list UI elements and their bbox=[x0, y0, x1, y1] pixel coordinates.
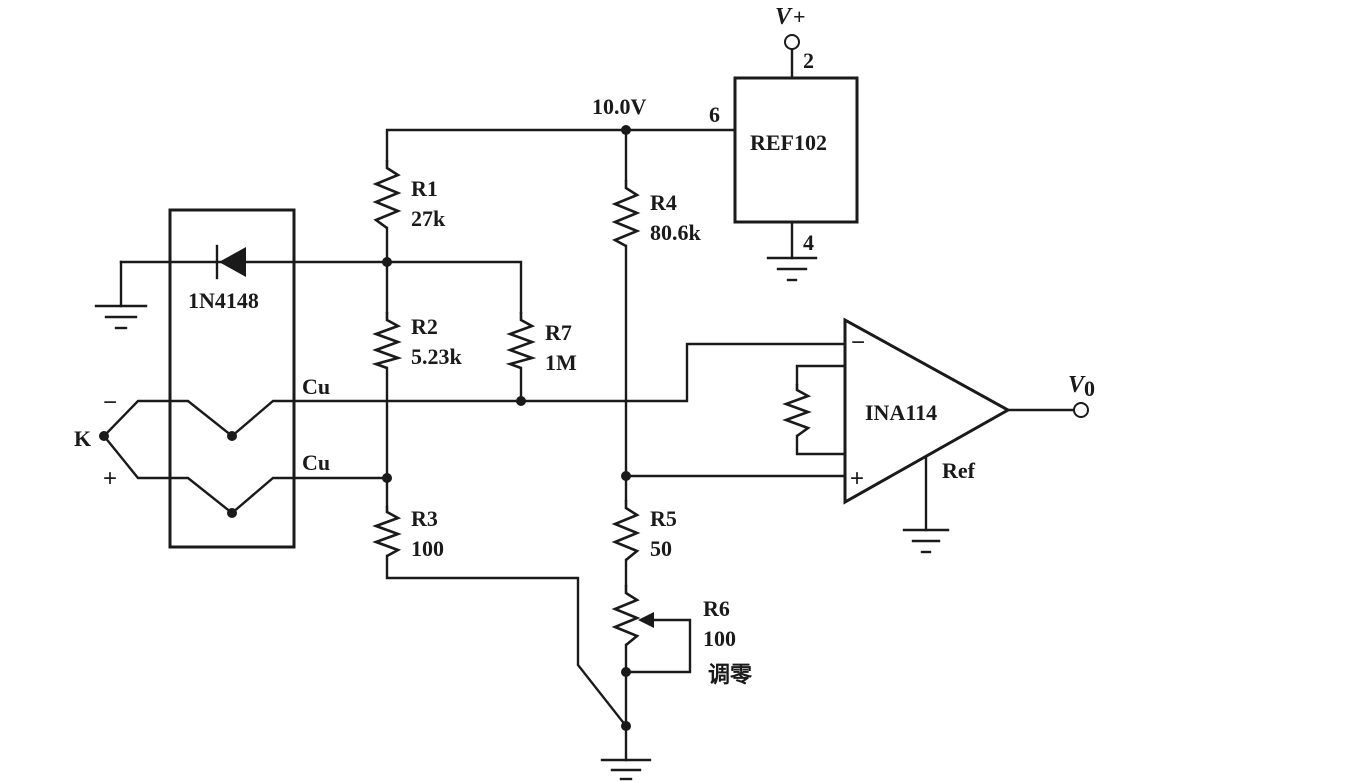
r6-symbol bbox=[611, 585, 641, 647]
r6-value: 100 bbox=[703, 626, 736, 651]
r7-value: 1M bbox=[545, 350, 577, 375]
labels: V + 2 6 4 REF102 10.0V R1 27k R2 5.23k R… bbox=[74, 4, 1095, 687]
diode-1n4148-symbol bbox=[215, 244, 246, 280]
ref102-name: REF102 bbox=[750, 130, 827, 155]
ina114-plus: + bbox=[850, 465, 864, 492]
cu-top-label: Cu bbox=[302, 374, 330, 399]
diode-name: 1N4148 bbox=[188, 288, 259, 313]
ina114-minus: − bbox=[851, 329, 865, 356]
r1-name: R1 bbox=[411, 176, 438, 201]
ina114-symbol bbox=[843, 317, 1012, 505]
isothermal-block bbox=[168, 208, 296, 549]
ina114-ref: Ref bbox=[942, 458, 976, 483]
r3-name: R3 bbox=[411, 506, 438, 531]
resistors bbox=[371, 160, 812, 647]
thermocouple-label: K bbox=[74, 426, 91, 451]
ground-symbols bbox=[94, 256, 950, 781]
vout-label-sub: 0 bbox=[1084, 376, 1095, 401]
r7-symbol bbox=[505, 312, 537, 370]
ref-voltage-label: 10.0V bbox=[592, 94, 647, 119]
r6-name: R6 bbox=[703, 596, 730, 621]
vplus-terminal bbox=[784, 34, 800, 50]
wires bbox=[102, 48, 1076, 762]
gain-resistor-symbol bbox=[782, 384, 812, 438]
junction-dots bbox=[99, 125, 631, 731]
r2-name: R2 bbox=[411, 314, 438, 339]
tc-plus-label: + bbox=[103, 465, 117, 492]
r2-symbol bbox=[371, 312, 403, 370]
ground-diode bbox=[94, 304, 148, 330]
ref102-pin6: 6 bbox=[709, 102, 720, 127]
r3-symbol bbox=[372, 506, 402, 558]
r4-value: 80.6k bbox=[650, 220, 702, 245]
r5-value: 50 bbox=[650, 536, 672, 561]
ground-main bbox=[600, 758, 652, 781]
r7-name: R7 bbox=[545, 320, 572, 345]
ina114-name: INA114 bbox=[865, 400, 937, 425]
ref102-pin4: 4 bbox=[803, 230, 814, 255]
r1-symbol bbox=[372, 160, 402, 230]
vout-terminal bbox=[1073, 402, 1089, 418]
ref102-pin2: 2 bbox=[803, 48, 814, 73]
vplus-label-base: V bbox=[775, 4, 793, 30]
r4-symbol bbox=[611, 180, 641, 248]
r2-value: 5.23k bbox=[411, 344, 463, 369]
vout-label-base: V bbox=[1068, 372, 1086, 398]
r3-value: 100 bbox=[411, 536, 444, 561]
r5-name: R5 bbox=[650, 506, 677, 531]
ref102-box bbox=[733, 76, 859, 224]
tc-minus-label: − bbox=[103, 389, 117, 416]
ground-ina114-ref bbox=[902, 528, 950, 554]
vplus-label-sign: + bbox=[793, 4, 806, 29]
r1-value: 27k bbox=[411, 206, 446, 231]
r4-name: R4 bbox=[650, 190, 677, 215]
r5-symbol bbox=[611, 500, 641, 562]
cu-bottom-label: Cu bbox=[302, 450, 330, 475]
r6-note: 调零 bbox=[708, 662, 753, 687]
ground-ref102 bbox=[766, 256, 818, 282]
r6-wiper-arrow bbox=[638, 612, 654, 628]
